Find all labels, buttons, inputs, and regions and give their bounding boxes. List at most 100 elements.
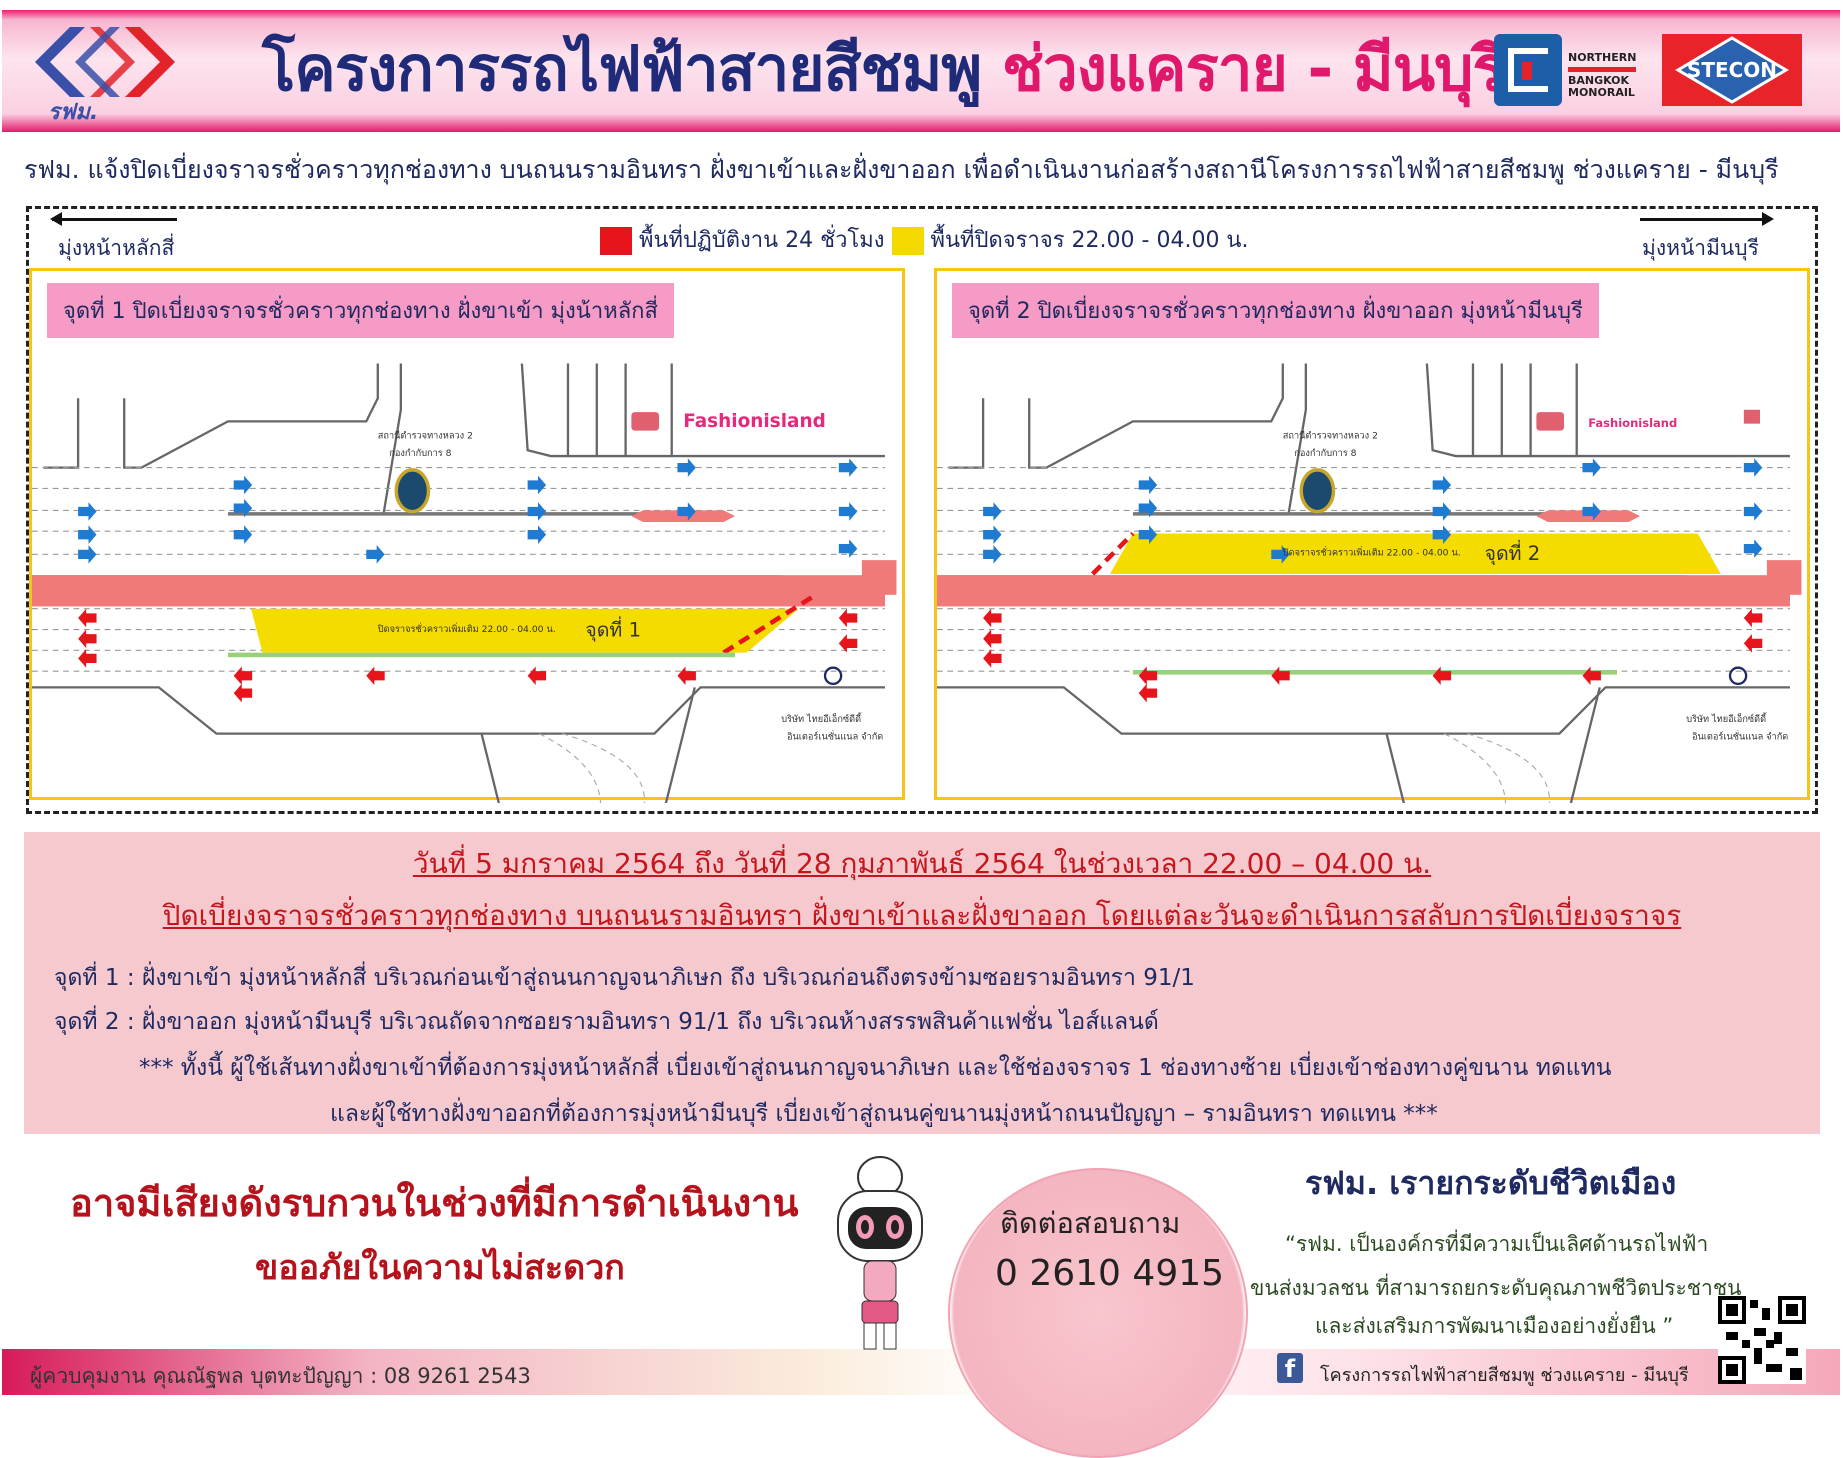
legend-swatch-yellow (891, 227, 924, 255)
traffic-arrow-inbound-icon (838, 539, 858, 558)
vision-quote-line-2: ขนส่งมวลชน ที่สามารถยกระดับคุณภาพชีวิตปร… (1250, 1276, 1742, 1300)
company-label-2: อินเตอร์เนชั่นแนล จำกัด (1692, 729, 1789, 742)
panel-title: จุดที่ 2 ปิดเบี่ยงจราจรชั่วคราวทุกช่องทา… (952, 283, 1599, 338)
noise-warning: อาจมีเสียงดังรบกวนในช่วงที่มีการดำเนินงา… (70, 1181, 799, 1225)
zone-label: จุดที่ 2 (1485, 540, 1541, 566)
fashion-island-logo: Fashionisland (1588, 416, 1677, 430)
traffic-arrow-inbound-icon (78, 525, 97, 544)
company-logo-icon (1728, 666, 1748, 686)
traffic-arrow-outbound-icon (78, 608, 97, 628)
road-diagram: Fashionisland สถานีตำรวจทางหลวง 2 กองกำก… (937, 363, 1802, 803)
work-zone-24h (32, 575, 885, 607)
traffic-arrow-outbound-icon (527, 666, 547, 686)
company-label-1: บริษัท ไทยอีเอ็กซ์ดีดี้ (1686, 712, 1767, 725)
traffic-arrow-inbound-icon (233, 498, 253, 518)
stecon-logo: STECON (1662, 34, 1802, 106)
company-logo-icon (823, 666, 843, 686)
map-panel-point-1: จุดที่ 1 ปิดเบี่ยงจราจรชั่วคราวทุกช่องทา… (29, 268, 905, 803)
arrow-right-icon (1640, 218, 1765, 221)
traffic-arrow-outbound-icon (838, 634, 858, 653)
traffic-arrow-outbound-icon (78, 649, 97, 668)
traffic-arrow-outbound-icon (983, 608, 1002, 628)
legend-label-24h: พื้นที่ปฏิบัติงาน 24 ชั่วโมง (639, 228, 885, 253)
traffic-arrow-outbound-icon (838, 608, 858, 628)
closure-note: ปิดจราจรชั่วคราวเพิ่มเติม 22.00 - 04.00 … (1282, 545, 1461, 558)
traffic-arrow-inbound-icon (983, 502, 1002, 521)
traffic-arrow-inbound-icon (366, 545, 385, 564)
mrta-motto: รฟม. เรายกระดับชีวิตเมือง (1305, 1164, 1677, 1202)
traffic-arrow-inbound-icon (983, 545, 1002, 564)
direction-right-label: มุ่งหน้ามีนบุรี (1642, 236, 1759, 260)
svg-text:รฟม.: รฟม. (48, 100, 98, 122)
panel-title: จุดที่ 1 ปิดเบี่ยงจราจรชั่วคราวทุกช่องทา… (47, 283, 674, 338)
traffic-arrow-inbound-icon (983, 525, 1002, 544)
company-label-1: บริษัท ไทยอีเอ็กซ์ดีดี้ (781, 712, 862, 725)
legend-label-night: พื้นที่ปิดจราจร 22.00 - 04.00 น. (930, 228, 1249, 253)
apology-text: ขออภัยในความไม่สะดวก (255, 1248, 625, 1288)
traffic-arrow-inbound-icon (527, 525, 547, 544)
police-unit-label: กองกำกับการ 8 (1294, 448, 1356, 459)
qr-code[interactable] (1718, 1296, 1806, 1384)
traffic-arrow-outbound-icon (1582, 666, 1601, 686)
contact-phone[interactable]: 0 2610 4915 (995, 1253, 1225, 1294)
supervisor-contact: ผู้ควบคุมงาน คุณณัฐพล บุตทะปัญญา : 08 92… (30, 1364, 531, 1388)
traffic-arrow-outbound-icon (1743, 634, 1763, 653)
traffic-arrow-outbound-icon (1743, 608, 1763, 628)
toyota-logo-icon (1743, 409, 1760, 424)
closure-note: ปิดจราจรชั่วคราวเพิ่มเติม 22.00 - 04.00 … (377, 622, 556, 635)
point-2-detail: จุดที่ 2 : ฝั่งขาออก มุ่งหน้ามีนบุรี บริ… (54, 1009, 1159, 1035)
traffic-arrow-outbound-icon (677, 666, 696, 686)
detour-note-2: และผู้ใช้ทางฝั่งขาออกที่ต้องการมุ่งหน้าม… (330, 1101, 1438, 1127)
legend: พื้นที่ปฏิบัติงาน 24 ชั่วโมง พื้นที่ปิดจ… (600, 222, 1248, 257)
traffic-arrow-inbound-icon (1743, 502, 1763, 521)
northern-bangkok-monorail-logo: NORTHERN BANGKOK MONORAIL (1494, 34, 1637, 106)
vision-quote-line-1: “รฟม. เป็นองค์กรที่มีความเป็นเลิศด้านรถไ… (1285, 1232, 1709, 1256)
traffic-arrow-inbound-icon (233, 475, 253, 495)
traffic-arrow-inbound-icon (1432, 525, 1452, 544)
traffic-arrow-outbound-icon (983, 629, 1002, 649)
title-highlight: ช่วงแคราย - มีนบุรี (1001, 32, 1506, 105)
store-logo-icon (1536, 412, 1565, 431)
traffic-arrow-inbound-icon (78, 502, 97, 521)
map-panel-point-2: จุดที่ 2 ปิดเบี่ยงจราจรชั่วคราวทุกช่องทา… (934, 268, 1810, 803)
traffic-arrow-outbound-icon (1271, 666, 1290, 686)
direction-left-label: มุ่งหน้าหลักสี่ (58, 236, 175, 260)
traffic-arrow-inbound-icon (838, 458, 858, 477)
work-zone-24h (937, 575, 1790, 607)
map-frame (26, 206, 1818, 814)
facebook-icon[interactable]: f (1277, 1353, 1303, 1383)
closure-description: ปิดเบี่ยงจราจรชั่วคราวทุกช่องทาง บนถนนรา… (162, 899, 1682, 932)
traffic-arrow-inbound-icon (1582, 502, 1601, 521)
traffic-arrow-inbound-icon (233, 525, 253, 544)
traffic-arrow-outbound-icon (1138, 666, 1158, 686)
store-logo-icon (631, 412, 660, 431)
traffic-arrow-inbound-icon (1743, 539, 1763, 558)
traffic-arrow-inbound-icon (78, 545, 97, 564)
police-badge-icon (394, 468, 431, 514)
traffic-arrow-inbound-icon (1271, 545, 1290, 564)
vision-quote-line-3: และส่งเสริมการพัฒนาเมืองอย่างยั่งยืน ” (1315, 1314, 1674, 1338)
traffic-arrow-inbound-icon (1138, 525, 1158, 544)
traffic-arrow-inbound-icon (677, 458, 696, 477)
traffic-arrow-inbound-icon (1743, 458, 1763, 477)
legend-swatch-red (600, 227, 632, 255)
traffic-arrow-inbound-icon (1138, 475, 1158, 495)
traffic-arrow-outbound-icon (983, 649, 1002, 668)
traffic-arrow-inbound-icon (1138, 498, 1158, 518)
info-box: วันที่ 5 มกราคม 2564 ถึง วันที่ 28 กุมภา… (24, 832, 1820, 1134)
mascot (820, 1155, 940, 1355)
traffic-arrow-outbound-icon (233, 666, 253, 686)
road-diagram: Fashionisland สถานีตำรวจทางหลวง 2 กองกำก… (32, 363, 897, 803)
company-label-2: อินเตอร์เนชั่นแนล จำกัด (787, 729, 884, 742)
arrow-left-head-icon (50, 212, 62, 226)
date-range: วันที่ 5 มกราคม 2564 ถึง วันที่ 28 กุมภา… (412, 847, 1432, 880)
police-unit-label: กองกำกับการ 8 (389, 448, 451, 459)
police-station-label: สถานีตำรวจทางหลวง 2 (1283, 431, 1378, 442)
contact-label: ติดต่อสอบถาม (1000, 1206, 1181, 1240)
traffic-arrow-inbound-icon (838, 502, 858, 521)
traffic-arrow-inbound-icon (527, 502, 547, 521)
facebook-page-link[interactable]: โครงการรถไฟฟ้าสายสีชมพู ช่วงแคราย - มีนบ… (1320, 1365, 1689, 1386)
traffic-arrow-inbound-icon (677, 502, 696, 521)
arrow-left-icon (52, 218, 177, 221)
footer-bar (2, 1349, 1840, 1395)
